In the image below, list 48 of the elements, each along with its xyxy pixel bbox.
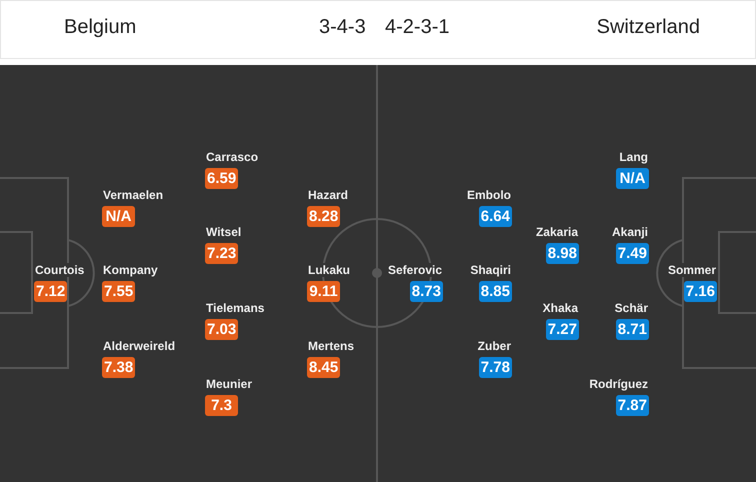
rating-badge: 7.87 (616, 395, 649, 416)
rating-badge: 7.12 (34, 281, 68, 302)
player-name: Mertens (307, 339, 356, 353)
rating-badge: 7.16 (684, 281, 717, 302)
rating-badge: 8.73 (410, 281, 443, 302)
player-name: Carrasco (205, 150, 260, 164)
player-name: Witsel (205, 225, 242, 239)
player-name: Courtois (34, 263, 86, 277)
rating-badge: 8.71 (616, 319, 649, 340)
player-name: Sommer (666, 263, 717, 277)
player-name: Kompany (102, 263, 159, 277)
rating-badge: 8.45 (307, 357, 340, 378)
player-name: Lang (618, 150, 649, 164)
rating-badge: 7.38 (102, 357, 136, 378)
formation: 4-2-3-1 (385, 15, 450, 39)
rating-badge: 8.28 (307, 206, 340, 227)
formation: 3-4-3 (319, 15, 366, 39)
rating-badge: 7.49 (616, 243, 649, 264)
player-name: Rodríguez (588, 377, 649, 391)
player-name: Zuber (476, 339, 512, 353)
player-name: Alderweireld (102, 339, 176, 353)
player-name: Zakaria (534, 225, 579, 239)
rating-badge: 8.85 (478, 281, 512, 302)
rating-badge: 7.78 (478, 357, 512, 378)
rating-badge: 8.98 (546, 243, 579, 264)
player-name: Lukaku (307, 263, 352, 277)
player-name: Shaqiri (469, 263, 512, 277)
player-name: Akanji (610, 225, 649, 239)
rating-badge: 7.3 (205, 395, 238, 416)
rating-badge: 7.27 (546, 319, 579, 340)
rating-badge: 7.55 (102, 281, 136, 302)
player-name: Hazard (307, 188, 350, 202)
player-name: Seferovic (386, 263, 443, 277)
player-name: Schär (614, 301, 649, 315)
rating-badge: 9.11 (307, 281, 340, 302)
rating-badge: N/A (102, 206, 135, 227)
player-name: Meunier (205, 377, 254, 391)
rating-badge: 7.23 (205, 243, 238, 264)
team-name: Switzerland (596, 15, 700, 39)
player-name: Tielemans (205, 301, 266, 315)
rating-badge: 6.59 (205, 168, 238, 189)
player-name: Vermaelen (102, 188, 164, 202)
team-name: Belgium (64, 15, 136, 39)
rating-badge: N/A (616, 168, 649, 189)
player-name: Embolo (466, 188, 512, 202)
rating-badge: 7.03 (205, 319, 238, 340)
rating-badge: 6.64 (478, 206, 512, 227)
player-name: Xhaka (542, 301, 579, 315)
